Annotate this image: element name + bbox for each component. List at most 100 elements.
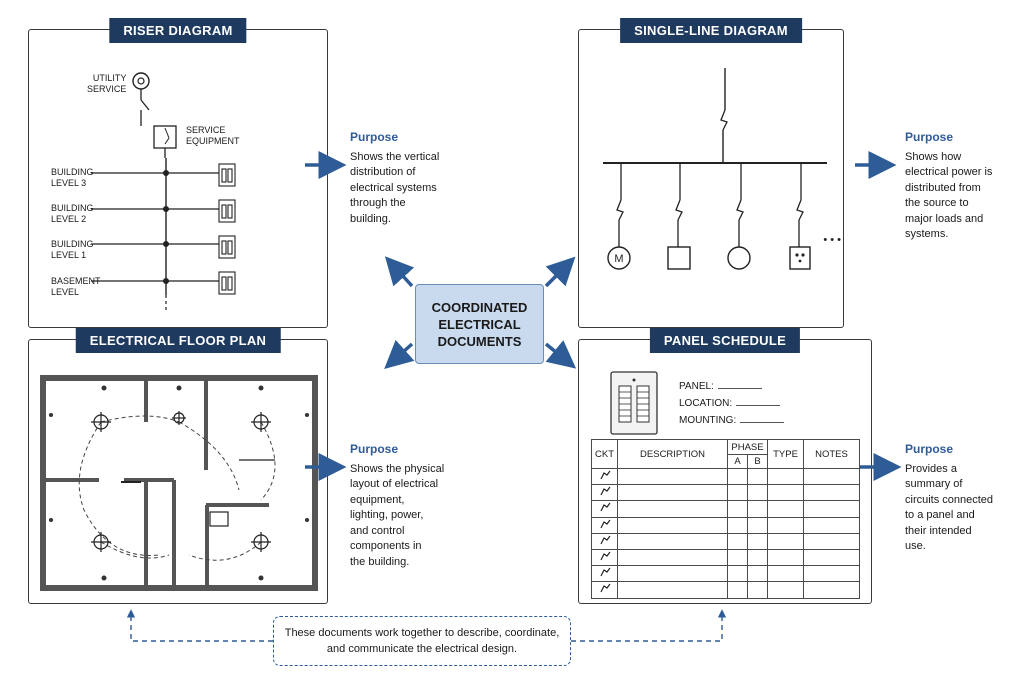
col-notes: NOTES	[803, 439, 860, 469]
table-cell	[767, 548, 804, 567]
table-cell	[747, 581, 768, 599]
arrow-to-single-line	[544, 256, 576, 288]
table-cell	[727, 516, 748, 534]
breaker-icon	[591, 581, 618, 599]
table-cell	[747, 565, 768, 583]
table-cell	[747, 484, 768, 502]
table-cell	[803, 548, 860, 567]
table-cell	[617, 532, 728, 550]
table-cell	[767, 581, 804, 599]
coordinated-documents-box: COORDINATED ELECTRICAL DOCUMENTS	[415, 284, 544, 364]
breaker-icon	[591, 500, 618, 518]
mounting-field: MOUNTING:	[679, 415, 785, 426]
table-row	[591, 484, 860, 502]
table-cell	[617, 581, 728, 599]
table-cell	[803, 484, 860, 502]
floor-plan-purpose: Purpose Shows the physical layout of ele…	[350, 442, 445, 568]
table-cell	[767, 500, 804, 518]
breaker-icon	[591, 484, 618, 502]
table-row	[591, 516, 860, 534]
arrow-to-floor-plan	[384, 339, 415, 370]
riser-purpose: Purpose Shows the vertical distribution …	[350, 130, 440, 225]
table-cell	[727, 484, 748, 502]
single-line-diagram-title: SINGLE-LINE DIAGRAM	[620, 18, 802, 43]
schedule-body	[591, 467, 860, 599]
table-cell	[803, 500, 860, 518]
floor-panel-icon	[209, 511, 229, 527]
table-cell	[767, 484, 804, 502]
main-breaker-icon	[720, 109, 728, 131]
table-cell	[727, 500, 748, 518]
arrow-to-panel-schedule	[544, 340, 577, 369]
table-cell	[767, 565, 804, 583]
table-cell	[803, 565, 860, 583]
col-phase: PHASE	[727, 439, 768, 455]
arrow-to-riser	[384, 256, 415, 288]
svg-text:• • •: • • •	[823, 234, 841, 246]
footer-note: These documents work together to describ…	[273, 616, 571, 666]
table-cell	[803, 467, 860, 486]
location-field: LOCATION:	[679, 398, 781, 409]
table-cell	[767, 516, 804, 534]
panel-field: PANEL:	[679, 381, 762, 392]
table-row	[591, 565, 860, 583]
table-cell	[617, 500, 728, 518]
single-line-diagram-panel: SINGLE-LINE DIAGRAM M • • •	[578, 18, 844, 328]
disconnect-switch-icon	[140, 99, 150, 111]
load-box-icon	[667, 246, 691, 270]
table-cell	[767, 467, 804, 486]
load-circle-icon	[727, 246, 751, 270]
panelboard-icon	[218, 163, 236, 295]
breaker-icon	[591, 548, 618, 567]
table-cell	[747, 548, 768, 567]
dashed-link-right	[571, 609, 727, 642]
col-phase-a: A	[727, 454, 748, 469]
table-cell	[727, 467, 748, 486]
panelboard-icon	[610, 371, 658, 435]
table-cell	[617, 548, 728, 567]
table-cell	[617, 467, 728, 486]
table-cell	[617, 484, 728, 502]
table-cell	[727, 532, 748, 550]
table-cell	[747, 516, 768, 534]
panel-schedule-table: CKT DESCRIPTION PHASE TYPE NOTES A B	[591, 439, 860, 599]
table-row	[591, 548, 860, 567]
motor-icon	[607, 246, 631, 270]
receptacle-icon	[789, 246, 811, 270]
table-cell	[747, 467, 768, 486]
table-row	[591, 500, 860, 518]
panel-schedule-purpose: Purpose Provides a summary of circuits c…	[905, 442, 994, 552]
floor-plan-panel: ELECTRICAL FLOOR PLAN	[28, 328, 328, 604]
receptacle-symbols	[49, 385, 309, 581]
table-row	[591, 467, 860, 486]
single-line-drawing: M • • •	[603, 68, 841, 270]
panel-schedule-title: PANEL SCHEDULE	[649, 328, 801, 353]
light-fixture-icon	[91, 411, 271, 552]
breaker-icon	[591, 467, 618, 486]
table-cell	[727, 565, 748, 583]
table-cell	[617, 516, 728, 534]
table-cell	[727, 548, 748, 567]
breaker-icon	[591, 565, 618, 583]
table-cell	[803, 581, 860, 599]
table-row	[591, 581, 860, 599]
riser-diagram-drawing	[91, 72, 236, 312]
floor-plan-title: ELECTRICAL FLOOR PLAN	[75, 328, 281, 353]
single-line-purpose: Purpose Shows how electrical power is di…	[905, 130, 993, 240]
table-cell	[617, 565, 728, 583]
col-ckt: CKT	[591, 439, 618, 469]
table-cell	[747, 500, 768, 518]
table-cell	[767, 532, 804, 550]
breaker-icon	[591, 532, 618, 550]
col-phase-b: B	[747, 454, 768, 469]
table-cell	[803, 516, 860, 534]
utility-service-icon	[132, 72, 150, 90]
table-row	[591, 532, 860, 550]
